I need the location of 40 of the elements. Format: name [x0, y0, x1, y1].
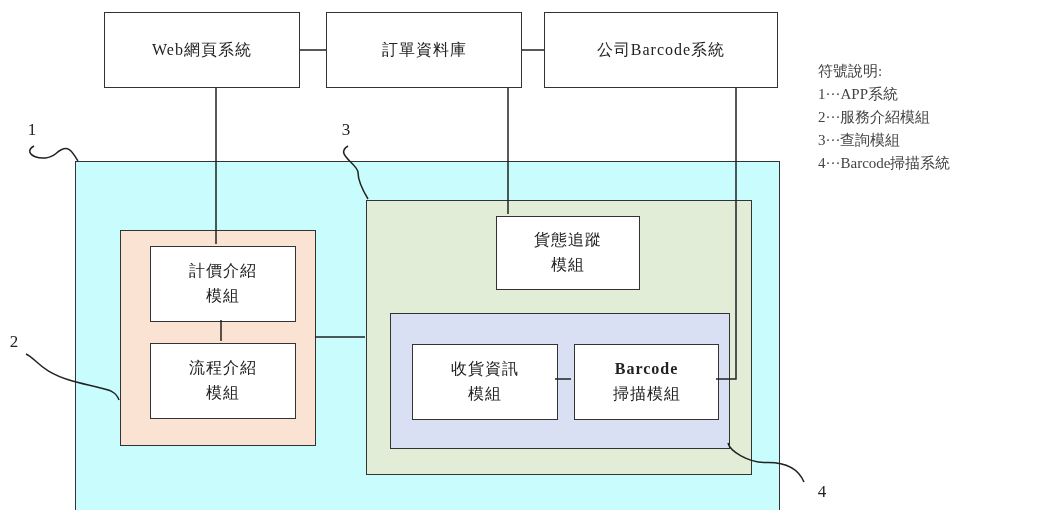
module-panel	[390, 313, 730, 449]
leader-line	[727, 442, 805, 483]
module-box	[150, 246, 296, 322]
module-box	[496, 216, 640, 290]
node-label: 計價介紹模組	[188, 261, 258, 306]
system-box	[544, 12, 778, 88]
node-label: 貨態追蹤模組	[533, 230, 603, 275]
module-box	[150, 343, 296, 419]
system-box	[326, 12, 522, 88]
callout-number: 3	[341, 118, 351, 141]
connector-line	[215, 87, 217, 245]
connector-line	[507, 87, 509, 215]
connector-line	[314, 336, 366, 338]
node-label: 公司Barcode系統	[596, 39, 726, 60]
module-box	[412, 344, 558, 420]
system-box	[104, 12, 300, 88]
node-label: Web網頁系統	[152, 39, 252, 60]
connector-line	[220, 319, 222, 342]
node-label: 訂單資料庫	[381, 39, 467, 60]
app-panel	[75, 161, 780, 510]
node-label: 收貨資訊模組	[450, 359, 520, 404]
module-panel	[120, 230, 316, 446]
module-box	[574, 344, 719, 420]
node-label: 流程介紹模組	[188, 358, 258, 403]
legend-note: 2···服務介紹模組	[818, 108, 932, 127]
leader-line	[29, 145, 79, 162]
leader-line	[25, 353, 120, 401]
callout-number: 4	[817, 480, 827, 503]
connector-line	[521, 49, 545, 51]
legend-note: 符號說明:	[818, 62, 884, 81]
legend-note: 3···查詢模組	[818, 131, 902, 150]
callout-number: 1	[27, 118, 37, 141]
node-label: Barcode 掃描模組	[611, 359, 682, 404]
legend-note: 1···APP系統	[818, 85, 899, 104]
legend-note: 4···Barcode掃描系統	[818, 154, 951, 173]
module-panel	[366, 200, 752, 475]
callout-number: 2	[9, 330, 19, 353]
connector-line	[554, 378, 572, 380]
connector-line	[715, 87, 737, 380]
connector-line	[299, 49, 327, 51]
